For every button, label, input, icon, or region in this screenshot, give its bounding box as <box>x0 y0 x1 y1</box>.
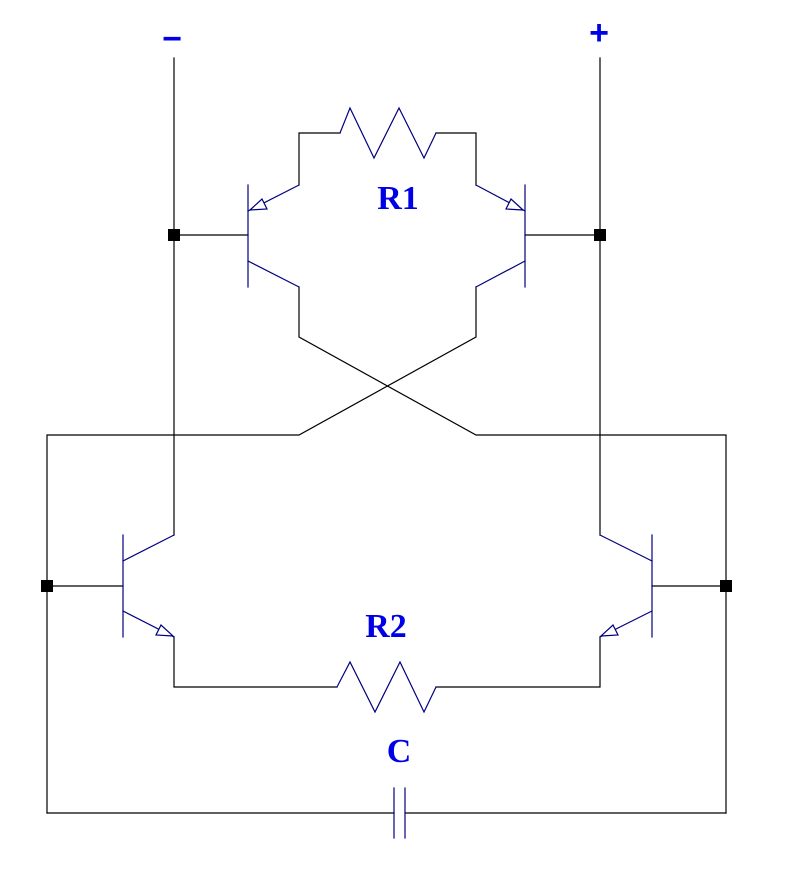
r2-right-lead <box>435 636 601 688</box>
emitter-arrow <box>155 624 175 637</box>
junction-dot <box>41 580 53 592</box>
transistor-top-left <box>247 184 300 288</box>
cross-wire-left <box>298 286 727 814</box>
r1-right-lead <box>435 132 477 186</box>
collector-lead <box>122 534 175 562</box>
positive-terminal-label: + <box>589 14 609 52</box>
devices <box>122 106 653 839</box>
capacitor-c <box>393 787 406 839</box>
c-label: C <box>387 733 412 770</box>
r1-left-lead <box>298 132 341 186</box>
emitter-arrow <box>505 198 525 211</box>
collector-lead <box>475 260 526 288</box>
collector-lead <box>247 260 300 288</box>
negative-terminal-label: − <box>162 20 182 58</box>
transistor-bottom-right <box>599 534 653 638</box>
r2-left-lead <box>173 636 338 688</box>
r2-label: R2 <box>365 608 407 645</box>
emitter-arrow <box>599 624 619 637</box>
junction-dot <box>168 229 180 241</box>
junctions <box>41 229 732 592</box>
cross-wire-right <box>46 286 477 814</box>
junction-dot <box>594 229 606 241</box>
junction-dot <box>720 580 732 592</box>
transistor-bottom-left <box>122 534 175 638</box>
emitter-arrow <box>248 198 268 211</box>
r1-label: R1 <box>377 180 419 217</box>
resistor-r2 <box>336 660 437 714</box>
collector-lead <box>599 534 653 562</box>
wiring <box>46 57 727 814</box>
transistor-top-right <box>475 184 526 288</box>
resistor-r1 <box>339 106 437 160</box>
